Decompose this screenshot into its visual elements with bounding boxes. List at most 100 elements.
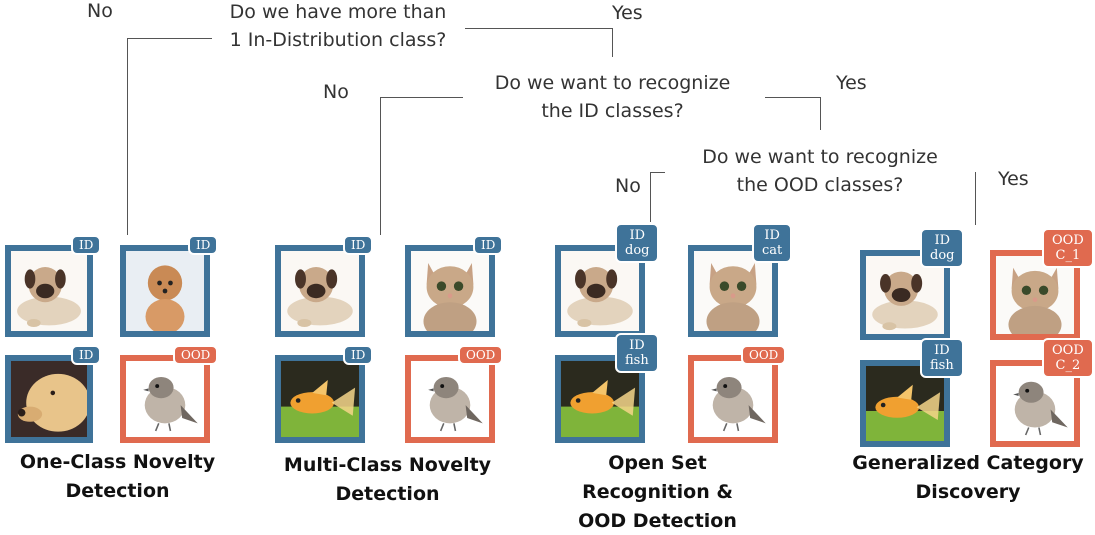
ood-badge: OOD (173, 345, 219, 365)
id-badge: ID (343, 235, 374, 255)
bird-image-tile (688, 355, 778, 443)
question-1-line2: 1 In-Distribution class? (229, 29, 447, 51)
fish-image (866, 366, 944, 441)
question-3-line2: the OOD classes? (736, 174, 904, 196)
title-line: Discovery (915, 481, 1021, 503)
dog-image-tile (5, 245, 93, 337)
connector (380, 97, 381, 235)
badge-label: ID (351, 238, 366, 252)
question-2-line1: Do we want to recognize (494, 72, 731, 94)
group-3-title: Open Set Recognition & OOD Detection (550, 449, 765, 535)
title-line: Generalized Category (852, 452, 1084, 474)
id-badge: ID (473, 235, 504, 255)
badge-label: ID (351, 348, 366, 362)
badge-label: cat (762, 243, 783, 258)
dog-image-tile (860, 250, 950, 340)
title-line: Multi-Class Novelty (283, 454, 492, 476)
connector (380, 97, 463, 98)
group-2-title: Multi-Class Novelty Detection (265, 451, 510, 509)
badge-label: dog (930, 248, 955, 263)
title-line: OOD Detection (578, 510, 737, 532)
bird-image (996, 366, 1074, 441)
badge-label: C_1 (1055, 248, 1081, 263)
id-badge: ID (71, 345, 102, 365)
fish-image-tile (860, 360, 950, 447)
badge-label: ID (79, 238, 94, 252)
question-2-line2: the ID classes? (541, 100, 684, 122)
badge-label: ID (481, 238, 496, 252)
connector (650, 172, 665, 173)
connector (127, 38, 212, 39)
dog-image (561, 251, 639, 331)
cat-image (694, 251, 772, 331)
badge-label: fish (930, 358, 954, 373)
fish-image-tile (275, 355, 365, 443)
fish-image-tile (555, 355, 645, 443)
badge-label: ID (764, 228, 780, 243)
question-1-line1: Do we have more than (229, 1, 447, 23)
bird-image (694, 361, 772, 437)
connector (765, 97, 821, 98)
question-2-yes: Yes (836, 72, 867, 94)
group-1-title: One-Class Novelty Detection (0, 448, 235, 506)
cat-image-tile (990, 250, 1080, 340)
id-badge: ID (343, 345, 374, 365)
title-line: Recognition & (582, 481, 733, 503)
question-3-line1: Do we want to recognize (702, 146, 938, 168)
cat-image (996, 256, 1074, 334)
connector (820, 97, 821, 130)
fish-image (281, 361, 359, 437)
connector (650, 172, 651, 222)
group-4-title: Generalized Category Discovery (838, 449, 1095, 507)
cat-image (411, 251, 489, 331)
title-line: Detection (65, 480, 170, 502)
badge-label: ID (629, 338, 645, 353)
labrador-image (11, 361, 87, 437)
dog-image (281, 251, 359, 331)
bird-image (126, 361, 204, 437)
connector (127, 38, 128, 235)
badge-label: OOD (749, 348, 779, 362)
question-1-yes: Yes (612, 2, 643, 24)
question-2: Do we want to recognize the ID classes? (470, 69, 755, 125)
poodle-image-tile (120, 245, 210, 337)
id-badge: ID (71, 235, 102, 255)
badge-label: dog (625, 243, 650, 258)
labrador-image-tile (5, 355, 93, 443)
badge-label: ID (196, 238, 211, 252)
badge-label: ID (934, 233, 951, 248)
ood-badge: OOD (741, 345, 787, 365)
badge-label: ID (934, 343, 950, 358)
dog-image (11, 251, 87, 331)
question-3-no: No (615, 175, 641, 197)
bird-image-tile (120, 355, 210, 443)
badge-label: OOD (1052, 343, 1084, 358)
bird-image (411, 361, 489, 437)
badge-label: OOD (466, 348, 496, 362)
title-line: One-Class Novelty (19, 451, 216, 473)
bird-image-tile (405, 355, 495, 443)
connector (465, 28, 613, 29)
dog-image-tile (275, 245, 365, 337)
poodle-image (126, 251, 204, 331)
question-3: Do we want to recognize the OOD classes? (678, 143, 962, 199)
question-3-yes: Yes (998, 168, 1029, 190)
badge-label: OOD (1052, 233, 1084, 248)
connector (975, 172, 976, 225)
ood-badge: OOD (458, 345, 504, 365)
badge-label: OOD (181, 348, 211, 362)
badge-label: fish (625, 353, 649, 368)
bird-image-tile (990, 360, 1080, 447)
title-line: Detection (335, 483, 440, 505)
connector (612, 28, 613, 57)
fish-image (561, 361, 639, 437)
question-2-no: No (323, 81, 349, 103)
question-1-no: No (87, 0, 113, 22)
title-line: Open Set (608, 452, 707, 474)
